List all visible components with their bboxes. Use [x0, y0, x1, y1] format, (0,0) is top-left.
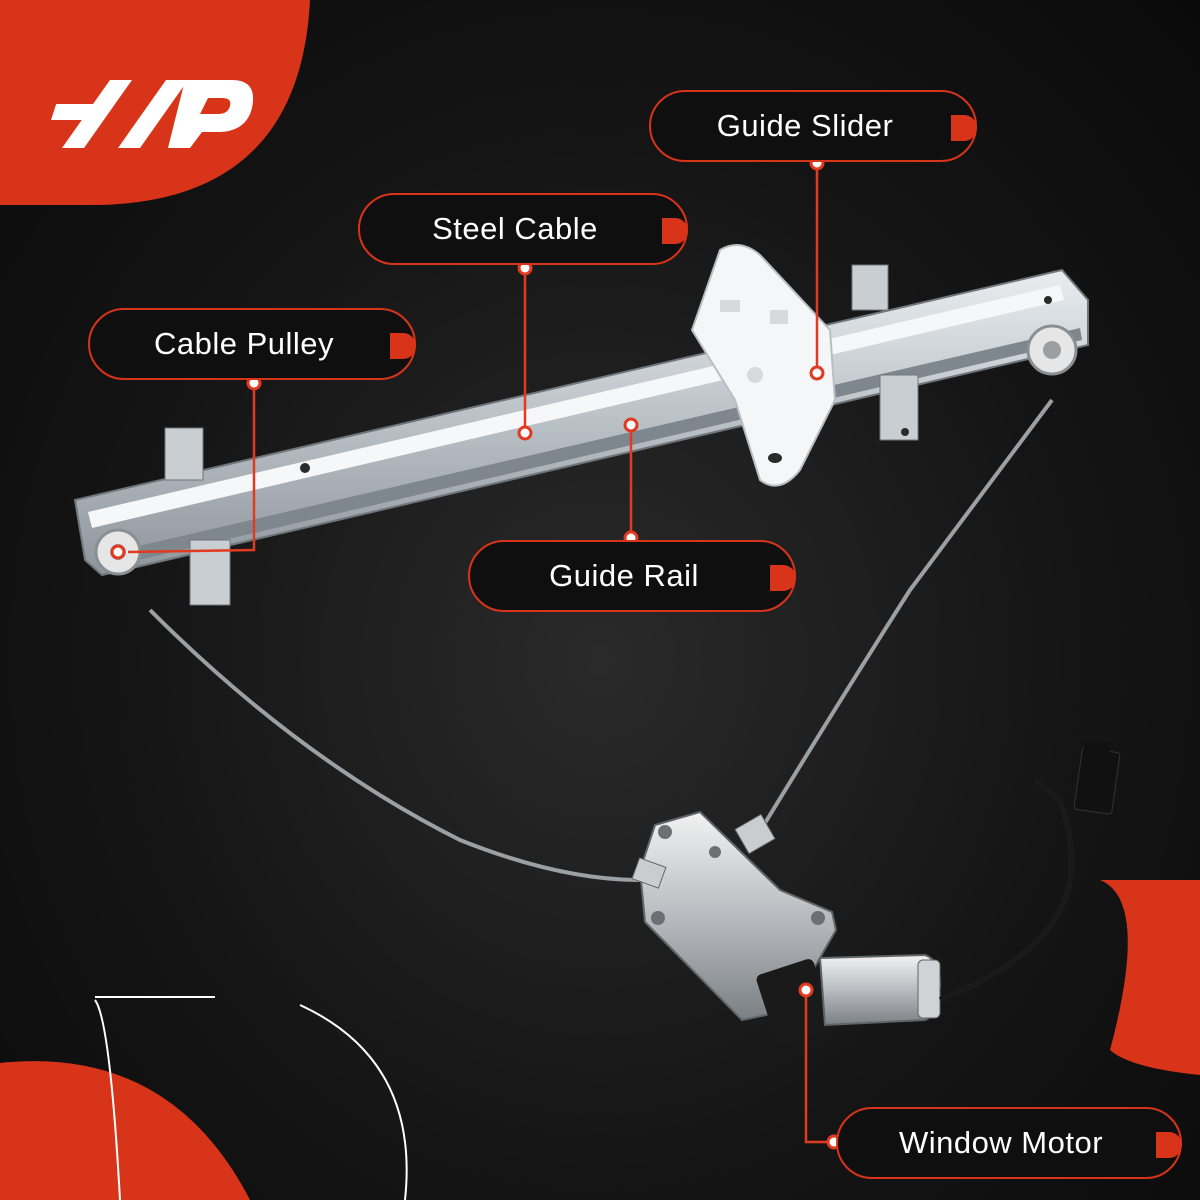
steel-cable-right [760, 398, 1054, 830]
wire-connector [1073, 747, 1121, 815]
label-tab [662, 218, 688, 244]
label-text: Cable Pulley [153, 326, 335, 361]
label-window-motor: Window Motor [836, 1107, 1182, 1179]
label-steel-cable: Steel Cable [358, 193, 688, 265]
guide-slider [690, 244, 837, 487]
label-tab [770, 565, 796, 591]
label-tab [390, 333, 416, 359]
brand-logo [51, 80, 254, 148]
corner-shape-bottom-left [0, 1061, 250, 1200]
steel-cable-left [148, 608, 641, 882]
label-tab [1156, 1132, 1182, 1158]
label-cable-pulley: Cable Pulley [88, 308, 416, 380]
label-tab [951, 115, 977, 141]
corner-shape-right [1100, 880, 1200, 1075]
label-text: Window Motor [898, 1125, 1104, 1160]
label-text: Guide Slider [716, 108, 894, 143]
label-guide-rail: Guide Rail [468, 540, 796, 612]
label-text: Steel Cable [432, 211, 598, 246]
label-text: Guide Rail [549, 558, 699, 593]
label-guide-slider: Guide Slider [649, 90, 977, 162]
motor-wire [938, 777, 1075, 1003]
